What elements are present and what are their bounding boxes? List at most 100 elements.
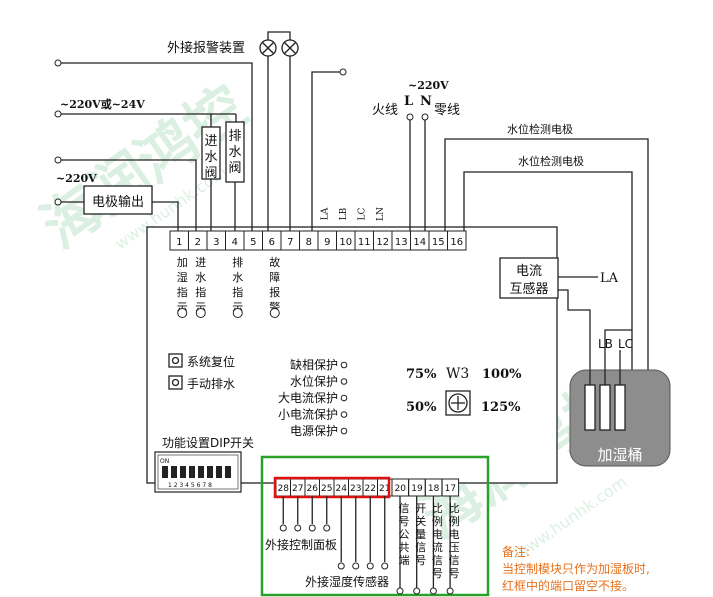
- pct-50: 50%: [406, 400, 437, 415]
- note-line-1: 当控制模块只作为加湿板时,: [502, 561, 650, 576]
- dip-key[interactable]: [225, 466, 231, 478]
- dip-key[interactable]: [216, 466, 222, 478]
- supply-220-label: ~220V: [56, 172, 97, 185]
- dip-key[interactable]: [171, 466, 177, 478]
- terminal-number: 20: [395, 484, 407, 494]
- protection-led: [340, 394, 348, 402]
- signal-LN: LN: [376, 207, 386, 221]
- alarm-lamp-1: [259, 39, 277, 57]
- supply-220-24-label: ~220V或~24V: [60, 97, 145, 111]
- controller-module: [146, 226, 558, 484]
- LC-label: LC: [618, 337, 633, 351]
- indicator-label: 加湿指示: [177, 256, 188, 314]
- terminal-number: 12: [376, 237, 389, 248]
- dip-key[interactable]: [207, 466, 213, 478]
- terminal-number: 14: [413, 237, 426, 248]
- terminal-number: 15: [432, 237, 445, 248]
- terminal-number: 1: [176, 237, 182, 248]
- protection-label: 大电流保护: [278, 391, 338, 405]
- indicator-label: 故障报警: [269, 255, 280, 314]
- terminal-number: 10: [339, 237, 352, 248]
- terminal-number: 27: [292, 484, 303, 494]
- external-alarm-label: 外接报警装置: [167, 40, 245, 56]
- protection-led: [340, 378, 348, 385]
- dip-title: 功能设置DIP开关: [162, 436, 254, 450]
- electrode-3: [614, 384, 626, 431]
- terminal-number: 7: [287, 237, 293, 248]
- electrode-output-label: 电极输出: [92, 194, 144, 210]
- ext-panel-label: 外接控制面板: [265, 537, 337, 552]
- terminal-number: 5: [250, 237, 256, 248]
- indicator-led: [232, 308, 243, 318]
- note-title: 备注:: [502, 544, 530, 559]
- note-line-2: 红框中的端口留空不接。: [502, 578, 634, 593]
- terminal-16[interactable]: [447, 230, 467, 251]
- manual-drain-label: 手动排水: [187, 377, 235, 391]
- pct-100: 100%: [482, 367, 522, 382]
- indicator-led: [195, 308, 206, 318]
- dip-switch[interactable]: ON 1 2 3 4 5 6 7 8: [154, 451, 242, 493]
- w3-label: W3: [446, 366, 469, 382]
- w3-potentiometer[interactable]: [445, 390, 471, 416]
- bucket-label: 加湿桶: [597, 446, 642, 464]
- current-transformer: [499, 257, 559, 299]
- level-electrode-label-2: 水位检测电极: [518, 154, 584, 168]
- dip-key[interactable]: [162, 466, 168, 478]
- dip-on-label: ON: [160, 458, 169, 465]
- reset-button[interactable]: 系统复位: [168, 353, 235, 369]
- drain-valve-label: 排水阀: [228, 129, 241, 176]
- manual-drain-button[interactable]: 手动排水: [168, 375, 235, 391]
- dip-key[interactable]: [198, 466, 204, 478]
- electrode-output: [83, 185, 153, 215]
- protection-led: [340, 361, 348, 369]
- terminal-number: 16: [450, 237, 463, 248]
- indicator-led: [269, 308, 280, 318]
- ext-sensor-label: 外接湿度传感器: [305, 574, 389, 589]
- current-transformer-label-1: 电流: [516, 264, 542, 279]
- indicator-label: 进水指示: [195, 256, 206, 314]
- bottom-signal-label: 开关量信号: [415, 502, 426, 567]
- pct-125: 125%: [481, 400, 521, 415]
- protection-label: 水位保护: [290, 374, 338, 389]
- dip-numbers: 1 2 3 4 5 6 7 8: [168, 482, 212, 489]
- signal-LB: LB: [339, 207, 349, 220]
- bottom-signal-label: 信号公共端: [399, 502, 410, 567]
- terminal-number: 9: [324, 237, 330, 248]
- bottom-wiring: [279, 496, 454, 595]
- terminal-number: 23: [350, 484, 361, 494]
- protection-label: 小电流保护: [278, 408, 338, 422]
- signal-LA: LA: [320, 207, 330, 220]
- protection-led: [340, 411, 348, 418]
- bottom-signal-label: 比例电流信号: [432, 502, 443, 580]
- alarm-lamp-2: [281, 39, 299, 57]
- electrode-1: [584, 384, 596, 431]
- terminal-number: 28: [278, 484, 290, 494]
- terminal-number: 4: [232, 237, 238, 248]
- terminal-number: 25: [321, 484, 332, 494]
- bottom-signal-label: 比例电压信号: [449, 502, 460, 580]
- N-label: N: [420, 94, 432, 109]
- L-label: L: [404, 94, 413, 109]
- terminal-number: 13: [395, 237, 408, 248]
- pct-75: 75%: [406, 367, 437, 382]
- supply-220-top-label: ~220V: [408, 79, 449, 92]
- terminal-number: 3: [213, 237, 219, 248]
- terminal-number: 26: [307, 484, 319, 494]
- level-electrode-label-1: 水位检测电极: [507, 122, 573, 136]
- terminal-number: 2: [195, 237, 201, 248]
- green-frame: [260, 455, 490, 597]
- dip-key[interactable]: [189, 466, 195, 478]
- terminal-number: 18: [428, 484, 440, 494]
- electrode-2: [599, 384, 611, 431]
- terminal-number: 21: [379, 484, 390, 494]
- live-label: 火线: [372, 103, 398, 118]
- reset-label: 系统复位: [187, 354, 235, 369]
- signal-LC: LC: [357, 207, 367, 220]
- dip-key[interactable]: [180, 466, 186, 478]
- LA-label: LA: [600, 271, 619, 286]
- protection-led: [340, 427, 348, 435]
